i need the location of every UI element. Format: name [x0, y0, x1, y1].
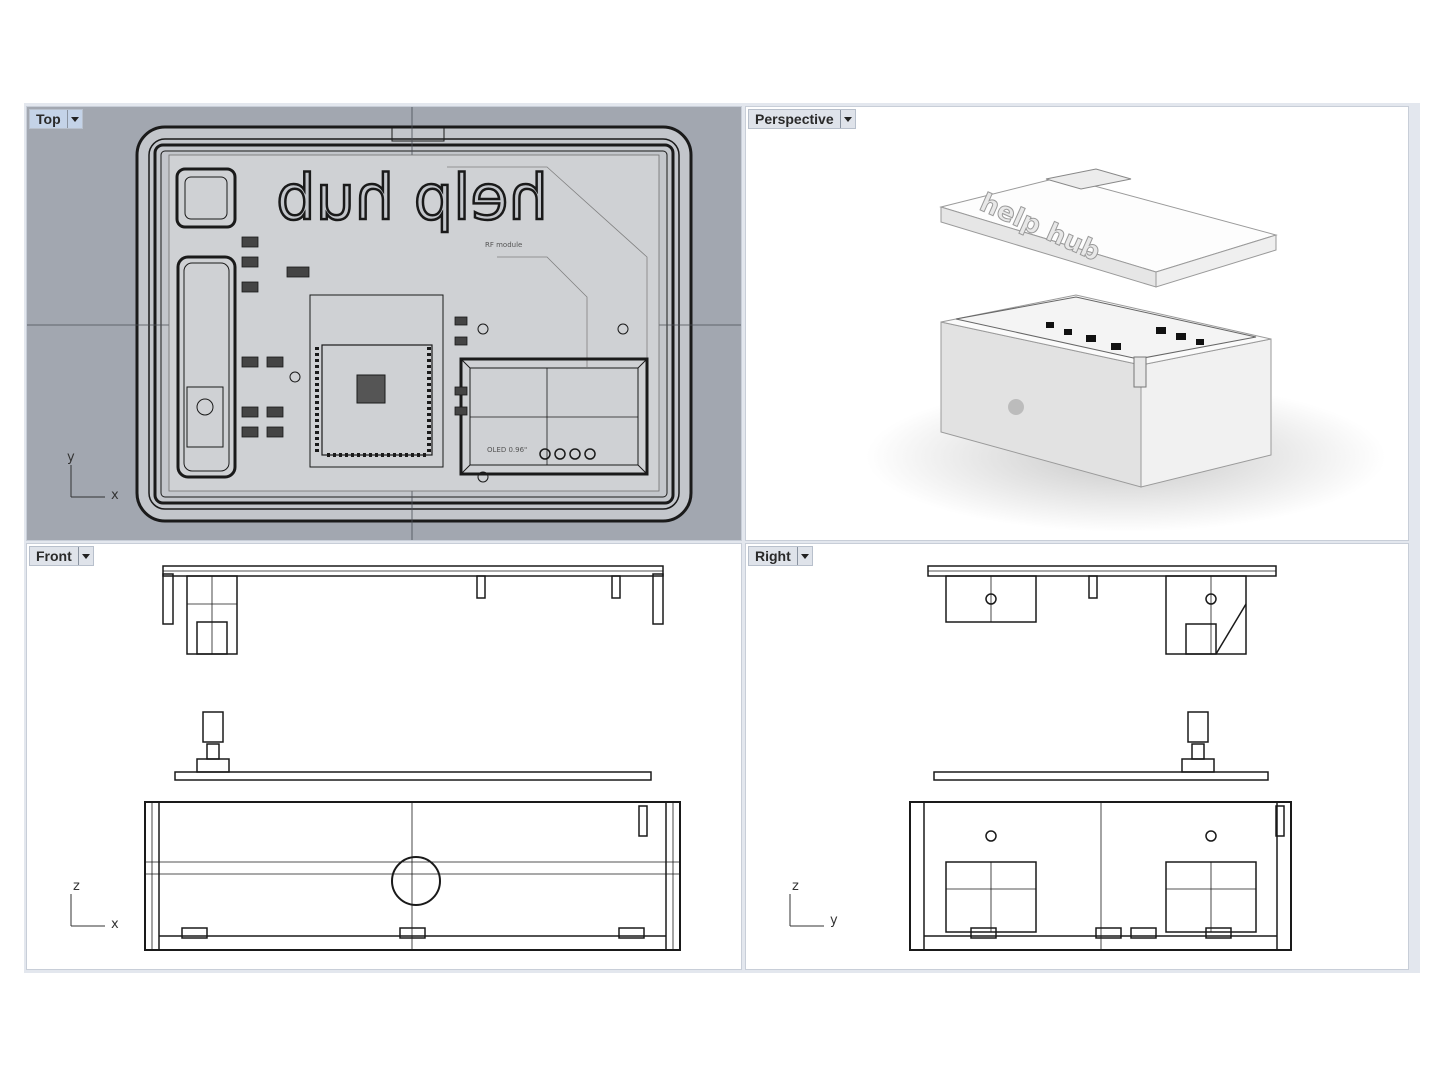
viewport-front[interactable]: Front	[26, 543, 742, 970]
right-view-drawing: y z	[789, 565, 1292, 951]
viewport-perspective[interactable]: Perspective help hub	[745, 106, 1409, 541]
viewport-tab-right[interactable]: Right	[748, 546, 813, 566]
axis-z-label: z	[792, 879, 799, 894]
chevron-down-icon[interactable]	[796, 547, 812, 565]
oled-label: OLED 0.96"	[487, 446, 527, 454]
viewport-tab-top[interactable]: Top	[29, 109, 83, 129]
viewport-tab-front[interactable]: Front	[29, 546, 94, 566]
viewport-title[interactable]: Front	[36, 548, 72, 564]
front-view-drawing: x z	[70, 565, 681, 951]
lid-text-mirrored: help hub	[276, 161, 548, 234]
viewport-right[interactable]: Right	[745, 543, 1409, 970]
axis-x-label: x	[111, 488, 119, 503]
axis-y-label: y	[830, 913, 838, 928]
viewport-top[interactable]: Top	[26, 106, 742, 541]
chevron-down-icon[interactable]	[66, 110, 82, 128]
chevron-down-icon[interactable]	[77, 547, 93, 565]
viewport-tab-perspective[interactable]: Perspective	[748, 109, 856, 129]
chevron-down-icon[interactable]	[839, 110, 855, 128]
perspective-render: help hub	[866, 168, 1386, 532]
axis-indicator	[70, 894, 105, 927]
top-view-drawing: help hub OLED 0.96" RF module x y	[27, 107, 741, 540]
viewport-title[interactable]: Top	[36, 111, 61, 127]
axis-y-label: y	[67, 450, 75, 465]
axis-z-label: z	[73, 879, 80, 894]
viewport-title[interactable]: Perspective	[755, 111, 834, 127]
viewport-title[interactable]: Right	[755, 548, 791, 564]
axis-x-label: x	[111, 917, 119, 932]
rf-label: RF module	[485, 241, 522, 249]
axis-indicator	[789, 894, 824, 927]
axis-indicator	[70, 465, 105, 498]
